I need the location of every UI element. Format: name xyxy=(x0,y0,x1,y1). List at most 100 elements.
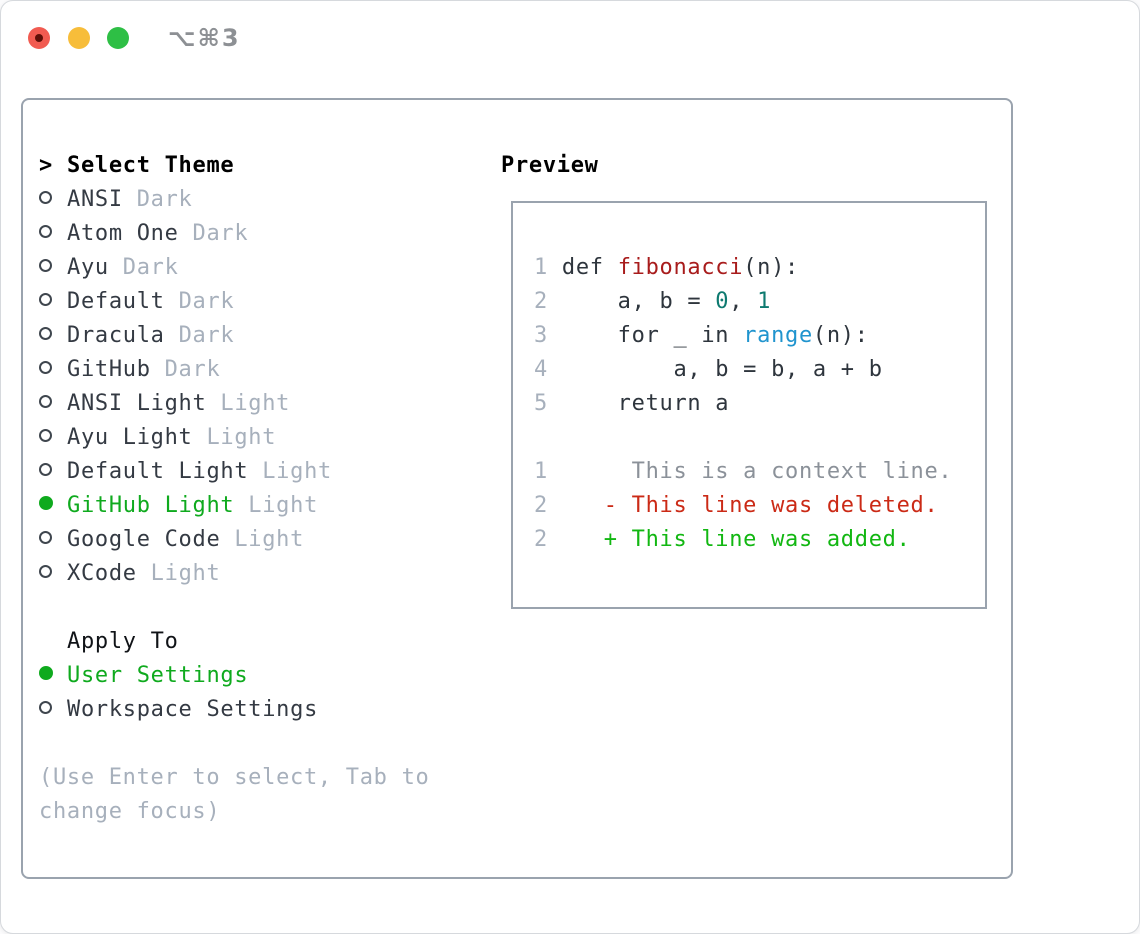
radio-icon xyxy=(39,183,67,217)
radio-icon xyxy=(39,421,67,455)
radio-icon xyxy=(39,251,67,285)
theme-option-ayu[interactable]: Ayu Dark xyxy=(39,251,429,285)
select-theme-title: Select Theme xyxy=(67,153,235,178)
theme-option-ansi[interactable]: ANSI Dark xyxy=(39,183,429,217)
radio-icon xyxy=(39,319,67,353)
theme-option-label: Ayu xyxy=(67,255,109,280)
theme-option-ayu-light[interactable]: Ayu Light Light xyxy=(39,421,429,455)
code-segment: This is a context line. xyxy=(547,459,953,484)
theme-variant-label: Light xyxy=(136,561,221,586)
theme-option-label: Default xyxy=(67,289,165,314)
code-segment xyxy=(548,493,604,518)
apply-option-workspace-settings[interactable]: Workspace Settings xyxy=(39,693,429,727)
theme-option-label: GitHub Light xyxy=(67,493,235,518)
radio-circle xyxy=(39,395,52,408)
radio-circle xyxy=(39,701,52,714)
code-segment: (n): xyxy=(743,255,799,280)
radio-circle xyxy=(39,225,52,238)
code-segment: fibonacci xyxy=(617,255,744,280)
close-button[interactable] xyxy=(28,27,50,49)
radio-icon xyxy=(39,353,67,387)
theme-option-atom-one[interactable]: Atom One Dark xyxy=(39,217,429,251)
spacer xyxy=(39,727,429,761)
code-line: 5 return a xyxy=(534,387,985,421)
keyboard-shortcut-label: ⌥⌘3 xyxy=(168,24,241,52)
apply-option-user-settings[interactable]: User Settings xyxy=(39,659,429,693)
code-segment: def xyxy=(547,255,618,280)
code-segment: range xyxy=(743,323,813,348)
theme-option-label: Atom One xyxy=(67,221,179,246)
line-number: 3 xyxy=(534,323,548,348)
theme-variant-label: Dark xyxy=(108,255,179,280)
radio-icon xyxy=(39,455,67,489)
theme-variant-label: Light xyxy=(192,425,277,450)
theme-variant-label: Dark xyxy=(164,323,235,348)
blank-line xyxy=(534,421,985,455)
theme-option-github[interactable]: GitHub Dark xyxy=(39,353,429,387)
preview-title: Preview xyxy=(501,153,599,178)
line-number: 2 xyxy=(534,289,548,314)
code-segment: for _ in xyxy=(547,323,744,348)
titlebar: ⌥⌘3 xyxy=(1,1,1139,97)
code-segment: - This line was deleted. xyxy=(603,493,939,518)
apply-option-label: Workspace Settings xyxy=(67,697,319,722)
help-text-line-1: (Use Enter to select, Tab to xyxy=(39,765,430,790)
theme-option-label: Default Light xyxy=(67,459,249,484)
theme-option-xcode[interactable]: XCode Light xyxy=(39,557,429,591)
theme-option-label: Google Code xyxy=(67,527,221,552)
cursor-marker: > xyxy=(39,153,53,178)
apply-to-header-row: Apply To xyxy=(39,625,429,659)
code-segment: a, b = b, a + b xyxy=(547,357,883,382)
theme-variant-label: Light xyxy=(234,493,319,518)
code-line: 2 a, b = 0, 1 xyxy=(534,285,985,319)
radio-circle xyxy=(39,565,52,578)
spacer xyxy=(39,591,429,625)
radio-icon xyxy=(39,387,67,421)
line-number: 4 xyxy=(534,357,548,382)
radio-icon xyxy=(39,217,67,251)
theme-option-github-light[interactable]: GitHub Light Light xyxy=(39,489,429,523)
code-segment: a, b = xyxy=(547,289,716,314)
theme-option-label: Dracula xyxy=(67,323,165,348)
diff-context-line: 1 This is a context line. xyxy=(534,455,985,489)
code-line: 1 def fibonacci(n): xyxy=(534,251,985,285)
theme-option-default[interactable]: Default Dark xyxy=(39,285,429,319)
code-segment: 1 xyxy=(757,289,772,314)
line-number: 2 xyxy=(534,527,548,552)
theme-variant-label: Dark xyxy=(150,357,221,382)
theme-option-label: ANSI xyxy=(67,187,123,212)
line-number: 1 xyxy=(534,459,548,484)
theme-option-ansi-light[interactable]: ANSI Light Light xyxy=(39,387,429,421)
line-number: 2 xyxy=(534,493,548,518)
apply-to-title: Apply To xyxy=(67,629,179,654)
unsaved-indicator-dot xyxy=(35,34,43,42)
radio-circle xyxy=(39,429,52,442)
theme-option-label: GitHub xyxy=(67,357,151,382)
zoom-button[interactable] xyxy=(107,27,129,49)
code-segment: return a xyxy=(547,391,730,416)
line-number: 5 xyxy=(534,391,548,416)
theme-variant-label: Light xyxy=(206,391,291,416)
radio-circle xyxy=(39,191,52,204)
code-line: 4 a, b = b, a + b xyxy=(534,353,985,387)
theme-variant-label: Light xyxy=(248,459,332,484)
theme-option-label: Ayu Light xyxy=(67,425,193,450)
minimize-button[interactable] xyxy=(68,27,90,49)
code-segment: , xyxy=(729,289,758,314)
radio-circle xyxy=(39,327,52,340)
code-segment: + This line was added. xyxy=(603,527,911,552)
radio-icon xyxy=(39,693,67,727)
help-text-line-2: change focus) xyxy=(39,799,221,824)
theme-option-google-code[interactable]: Google Code Light xyxy=(39,523,429,557)
radio-circle xyxy=(39,531,52,544)
theme-option-dracula[interactable]: Dracula Dark xyxy=(39,319,429,353)
diff-added-line: 2 + This line was added. xyxy=(534,523,985,557)
radio-circle xyxy=(39,463,52,476)
theme-variant-label: Dark xyxy=(164,289,235,314)
theme-option-default-light[interactable]: Default Light Light xyxy=(39,455,429,489)
code-segment: (n): xyxy=(812,323,869,348)
